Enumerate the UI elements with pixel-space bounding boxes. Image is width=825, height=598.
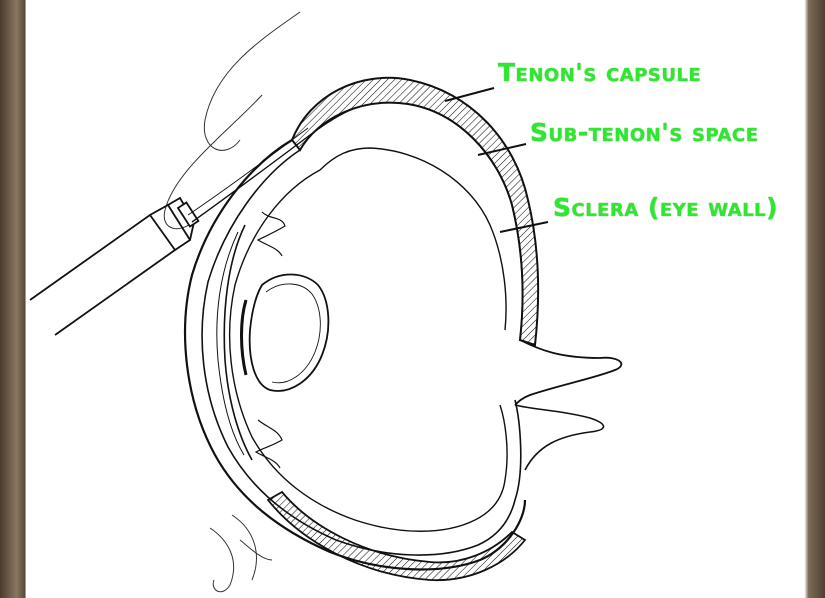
tenon-capsule-band [292, 78, 538, 345]
sclera-outer-outline [185, 140, 525, 569]
label-sclera: Sclera (eye wall) [553, 193, 778, 222]
label-sub-tenon-space: Sub-tenon's space [530, 118, 758, 147]
lens [250, 274, 329, 390]
lower-capsule-band [268, 492, 525, 580]
needle [192, 108, 355, 222]
ciliary-body-lower [256, 420, 282, 468]
optic-nerve-lower [515, 405, 604, 470]
optic-nerve [515, 340, 621, 405]
label-tenon-capsule: Tenon's capsule [498, 58, 701, 87]
syringe [30, 198, 198, 335]
iris [242, 300, 247, 375]
cornea [224, 225, 252, 460]
ciliary-body-upper [258, 212, 285, 256]
